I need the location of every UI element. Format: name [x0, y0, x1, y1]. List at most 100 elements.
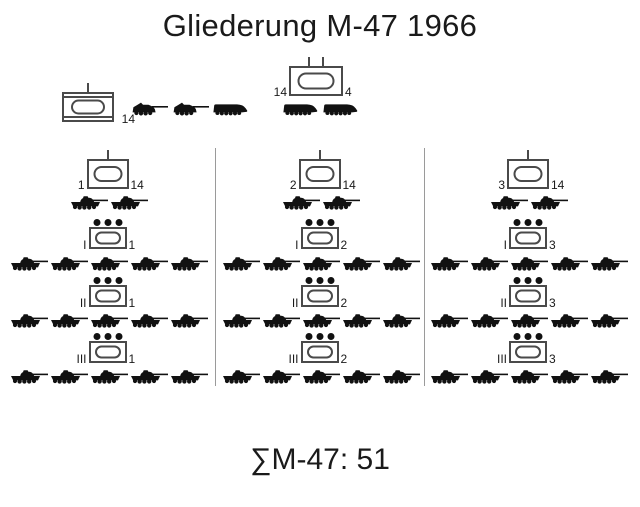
- jagdpanzer-icon: [128, 100, 169, 117]
- company-2-hq-symbol: 2 14: [282, 150, 358, 192]
- company-3-platoon-1-tanks: [428, 255, 628, 272]
- m47-tank-icon: [488, 194, 528, 211]
- company-3-platoon-2-symbol: II 3: [492, 277, 564, 310]
- company-1-platoon-1-tanks: [8, 255, 208, 272]
- platoon-company-label: 1: [128, 352, 136, 366]
- platoon-box-icon: [88, 333, 127, 363]
- staff-apc-group: [210, 100, 250, 117]
- m47-tank-icon: [168, 368, 208, 385]
- m47-tank-icon: [428, 255, 468, 272]
- m47-tank-icon: [8, 368, 48, 385]
- company-3-hq-symbol: 3 14: [490, 150, 566, 191]
- unit-box: [88, 341, 127, 363]
- m47-tank-icon: [8, 312, 48, 329]
- platoon-box-icon: [300, 219, 339, 249]
- m47-tank-icon: [88, 368, 128, 385]
- m47-tank-icon: [588, 255, 628, 272]
- unit-box: [300, 341, 339, 363]
- company-3-platoon-3-tanks: [428, 368, 628, 385]
- company-3-platoon-1-symbol: I 3: [492, 219, 564, 251]
- three-dots-icon: [305, 219, 334, 226]
- company-strength-label: 14: [130, 178, 144, 192]
- platoon-numeral-label: III: [76, 352, 87, 366]
- m47-tank-icon: [508, 368, 548, 385]
- tank-oval-icon: [306, 345, 333, 359]
- tank-oval-icon: [94, 231, 121, 245]
- three-dots-icon: [305, 277, 334, 284]
- company-1-column: 1 14 I 1 II 1 III: [0, 148, 215, 385]
- m47-tank-icon: [220, 368, 260, 385]
- tank-oval-icon: [71, 99, 105, 115]
- company-hq-box-icon: [86, 150, 129, 189]
- antenna-icon: [527, 150, 529, 160]
- company-2-platoon-1-tanks: [220, 255, 420, 272]
- company-2-platoon-3-symbol: III 2: [284, 333, 356, 366]
- m47-tank-icon: [548, 312, 588, 329]
- m47-tank-icon: [260, 368, 300, 385]
- m47-tank-icon: [428, 312, 468, 329]
- m47-tank-icon: [88, 312, 128, 329]
- platoon-numeral-label: II: [500, 296, 507, 310]
- m47-tank-icon: [428, 368, 468, 385]
- m47-tank-icon: [260, 255, 300, 272]
- company-2-platoon-1-symbol: I 2: [284, 219, 356, 252]
- jagdpanzer-icon: [169, 100, 210, 117]
- m47-tank-icon: [340, 368, 380, 385]
- company-3-platoon-3-symbol: III 3: [492, 333, 564, 365]
- company-1-platoon-2-tanks: [8, 312, 208, 329]
- m47-tank-icon: [548, 368, 588, 385]
- column-divider: [215, 148, 216, 386]
- platoon-numeral-label: II: [291, 296, 299, 310]
- m47-tank-icon: [300, 312, 340, 329]
- m47-tank-icon: [48, 255, 88, 272]
- battalion-command-vehicles: [280, 100, 360, 117]
- m47-tank-icon: [588, 312, 628, 329]
- m47-tank-icon: [168, 312, 208, 329]
- platoon-numeral-label: III: [288, 352, 299, 366]
- unit-box: [509, 341, 547, 363]
- m47-tank-icon: [8, 255, 48, 272]
- unit-box: [289, 66, 343, 96]
- m47-tank-icon: [340, 255, 380, 272]
- m47-tank-icon: [588, 368, 628, 385]
- company-1-platoon-2-symbol: II 1: [72, 277, 144, 309]
- battalion-hq-strength-label: 14: [121, 112, 135, 126]
- unit-box: [509, 285, 547, 307]
- m47-tank-icon: [220, 312, 260, 329]
- m47-tank-icon: [48, 312, 88, 329]
- tank-oval-icon: [515, 231, 541, 245]
- apc-icon: [280, 100, 320, 117]
- company-number-label: 2: [289, 178, 297, 192]
- platoon-box-icon: [509, 333, 547, 363]
- antenna-icon: [322, 57, 324, 67]
- tank-oval-icon: [515, 289, 541, 303]
- three-dots-icon: [93, 277, 122, 284]
- m47-tank-icon: [128, 255, 168, 272]
- tank-oval-icon: [513, 166, 543, 182]
- tank-oval-icon: [305, 166, 334, 182]
- tank-oval-icon: [297, 72, 335, 90]
- m47-tank-icon: [128, 368, 168, 385]
- platoon-box-icon: [300, 277, 339, 307]
- three-dots-icon: [513, 333, 543, 340]
- platoon-company-label: 1: [128, 238, 136, 252]
- m47-tank-icon: [380, 312, 420, 329]
- tank-oval-icon: [93, 166, 122, 182]
- m47-tank-icon: [128, 312, 168, 329]
- apc-icon: [210, 100, 250, 117]
- company-hq-box-icon: [298, 150, 341, 189]
- m47-tank-icon: [508, 255, 548, 272]
- battalion-command-right-label: 4: [345, 85, 352, 99]
- m47-tank-icon: [468, 368, 508, 385]
- m47-tank-icon: [68, 194, 108, 211]
- three-dots-icon: [513, 219, 543, 226]
- company-3-hq-tanks: [488, 194, 568, 211]
- battalion-command-box-icon: [289, 57, 343, 96]
- unit-box: [509, 227, 547, 249]
- platoon-numeral-label: I: [295, 238, 299, 252]
- m47-tank-icon: [320, 194, 360, 211]
- antenna-icon: [318, 150, 321, 160]
- m47-tank-icon: [108, 194, 148, 211]
- tank-oval-icon: [306, 289, 333, 303]
- battalion-staff-vehicles: [128, 100, 250, 117]
